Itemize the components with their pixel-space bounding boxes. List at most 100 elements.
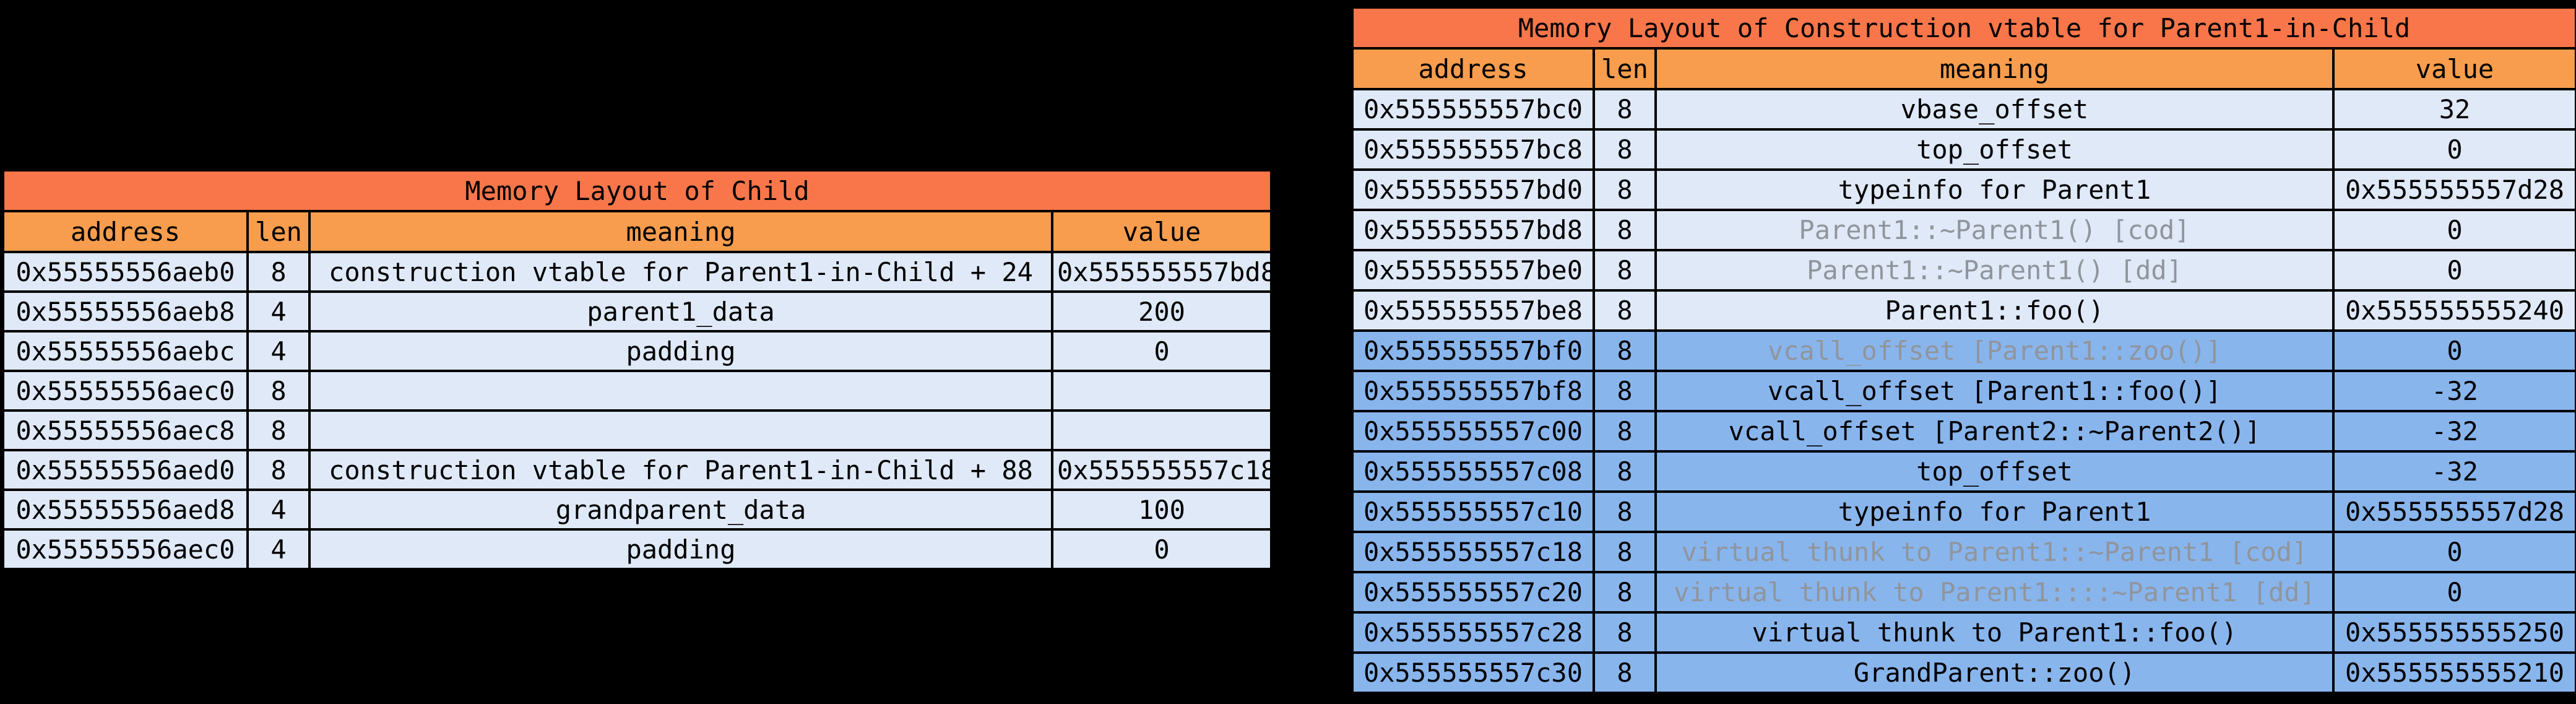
cell-value: 32 <box>2332 88 2576 131</box>
cell-meaning: typeinfo for Parent1 <box>1654 490 2335 533</box>
cell-address: 0x555555557be0 <box>1351 249 1595 292</box>
table-title: Memory Layout of Child <box>1 169 1273 212</box>
cell-address: 0x55555556aeb8 <box>2 290 249 332</box>
cell-meaning: virtual thunk to Parent1::foo() <box>1654 611 2335 654</box>
cell-address: 0x555555557bf8 <box>1351 370 1595 412</box>
column-header-meaning: meaning <box>308 210 1053 253</box>
cell-address: 0x55555556aec0 <box>2 528 249 570</box>
cell-meaning: padding <box>308 330 1053 372</box>
table-header-row: address len meaning value <box>2 210 1273 253</box>
construction-vtable-layout-table: Memory Layout of Construction vtable for… <box>1351 6 2576 694</box>
cell-meaning: top_offset <box>1654 128 2335 171</box>
cell-meaning: typeinfo for Parent1 <box>1654 168 2335 211</box>
cell-len: 8 <box>1593 651 1657 694</box>
cell-meaning: padding <box>308 528 1053 570</box>
cell-value: 100 <box>1050 489 1273 531</box>
column-header-len: len <box>246 210 311 253</box>
cell-value: 0x555555555210 <box>2332 651 2576 694</box>
cell-address: 0x555555557be8 <box>1351 289 1595 332</box>
cell-meaning <box>308 409 1053 451</box>
cell-value: 0 <box>2332 571 2576 614</box>
cell-len: 8 <box>1593 249 1657 292</box>
cell-address: 0x555555557bf0 <box>1351 329 1595 372</box>
cell-value: 0x555555555250 <box>2332 611 2576 654</box>
cell-meaning <box>308 370 1053 412</box>
cell-len: 8 <box>246 251 311 293</box>
cell-address: 0x555555557bc0 <box>1351 88 1595 131</box>
cell-meaning: Parent1::~Parent1() [dd] <box>1654 249 2335 292</box>
cell-address: 0x555555557c20 <box>1351 571 1595 614</box>
cell-address: 0x555555557c00 <box>1351 410 1595 453</box>
cell-value: 200 <box>1050 290 1273 332</box>
cell-value: 0x555555557c18 <box>1050 449 1273 491</box>
cell-len: 8 <box>1593 410 1657 453</box>
column-header-value: value <box>1050 210 1273 253</box>
cell-len: 8 <box>1593 88 1657 131</box>
cell-value: 0 <box>2332 128 2576 171</box>
cell-len: 8 <box>1593 128 1657 171</box>
cell-meaning: vcall_offset [Parent2::~Parent2()] <box>1654 410 2335 453</box>
cell-meaning: vcall_offset [Parent1::foo()] <box>1654 370 2335 412</box>
cell-meaning: vbase_offset <box>1654 88 2335 131</box>
cell-value: 0x555555557d28 <box>2332 490 2576 533</box>
cell-value: 0 <box>2332 249 2576 292</box>
cell-meaning: Parent1::foo() <box>1654 289 2335 332</box>
cell-meaning: parent1_data <box>308 290 1053 332</box>
cell-value: 0 <box>2332 329 2576 372</box>
cell-address: 0x555555557c30 <box>1351 651 1595 694</box>
cell-len: 8 <box>1593 329 1657 372</box>
table-title: Memory Layout of Construction vtable for… <box>1351 6 2576 50</box>
cell-len: 8 <box>1593 370 1657 412</box>
cell-len: 8 <box>1593 490 1657 533</box>
cell-meaning: virtual thunk to Parent1::~Parent1 [cod] <box>1654 531 2335 573</box>
table-title-row: Memory Layout of Construction vtable for… <box>1351 6 2576 50</box>
cell-meaning: virtual thunk to Parent1::::~Parent1 [dd… <box>1654 571 2335 614</box>
cell-value: 0 <box>2332 531 2576 573</box>
cell-len: 4 <box>246 528 311 570</box>
cell-address: 0x555555557bd0 <box>1351 168 1595 211</box>
cell-address: 0x55555556aec8 <box>2 409 249 451</box>
cell-len: 8 <box>1593 209 1657 251</box>
cell-len: 8 <box>246 370 311 412</box>
cell-len: 8 <box>1593 289 1657 332</box>
cell-meaning: construction vtable for Parent1-in-Child… <box>308 251 1053 293</box>
cell-len: 8 <box>1593 531 1657 573</box>
cell-value: -32 <box>2332 450 2576 493</box>
cell-address: 0x555555557c08 <box>1351 450 1595 493</box>
cell-meaning: GrandParent::zoo() <box>1654 651 2335 694</box>
cell-address: 0x55555556aed8 <box>2 489 249 531</box>
cell-value: 0x555555555240 <box>2332 289 2576 332</box>
cell-meaning: construction vtable for Parent1-in-Child… <box>308 449 1053 491</box>
cell-len: 8 <box>1593 571 1657 614</box>
cell-address: 0x555555557bd8 <box>1351 209 1595 251</box>
cell-meaning: Parent1::~Parent1() [cod] <box>1654 209 2335 251</box>
cell-meaning: grandparent_data <box>308 489 1053 531</box>
cell-address: 0x555555557c28 <box>1351 611 1595 654</box>
cell-address: 0x555555557c18 <box>1351 531 1595 573</box>
cell-len: 4 <box>246 290 311 332</box>
cell-address: 0x555555557c10 <box>1351 490 1595 533</box>
cell-address: 0x555555557bc8 <box>1351 128 1595 171</box>
cell-value <box>1050 370 1273 412</box>
cell-len: 8 <box>1593 611 1657 654</box>
cell-address: 0x55555556aebc <box>2 330 249 372</box>
